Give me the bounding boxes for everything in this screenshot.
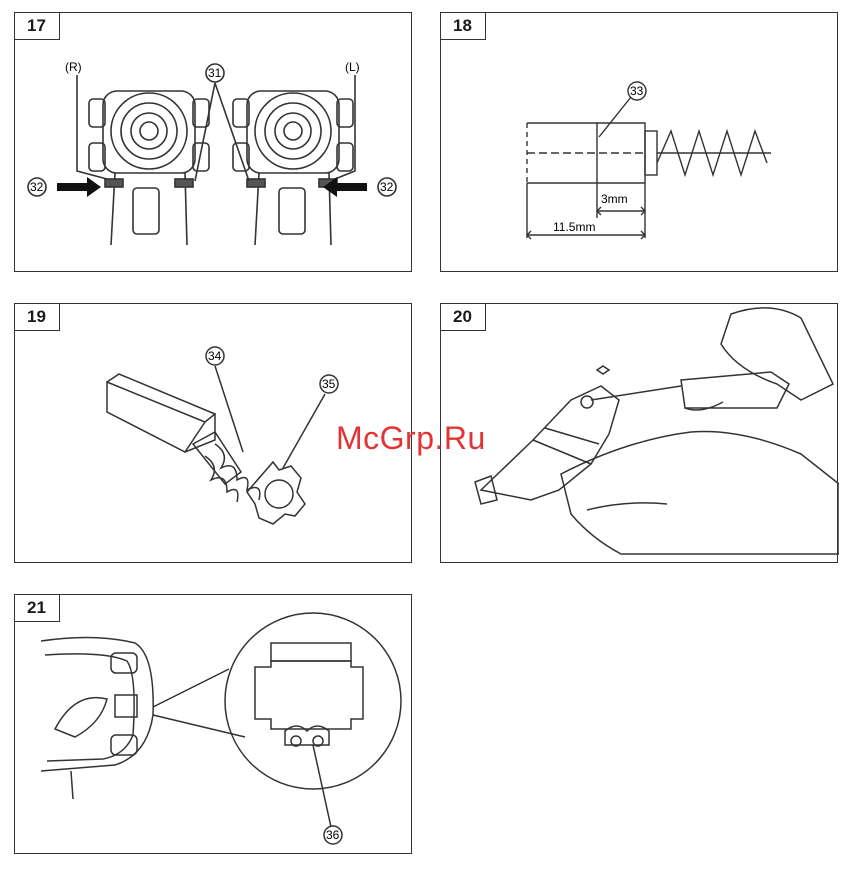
- callout-31: 31: [208, 66, 222, 80]
- brush-holder-detail-diagram: 36: [15, 595, 413, 855]
- figure-18: 18 33 3mm 11.5mm: [440, 12, 838, 272]
- callout-34: 34: [208, 349, 222, 363]
- dimension-3mm: 3mm: [601, 192, 628, 206]
- callout-36: 36: [326, 828, 340, 842]
- figure-17: 17: [14, 12, 412, 272]
- brush-cap-diagram: (R) (L) 31 32 32: [15, 13, 413, 273]
- callout-32-left: 32: [30, 180, 44, 194]
- brush-cap-removal-illustration: [441, 304, 839, 564]
- label-l: (L): [345, 60, 360, 74]
- label-r: (R): [65, 60, 82, 74]
- callout-35: 35: [322, 377, 336, 391]
- brush-wear-limit-diagram: 33 3mm 11.5mm: [441, 13, 839, 273]
- callout-32-right: 32: [380, 180, 394, 194]
- watermark: McGrp.Ru: [336, 420, 486, 457]
- callout-33: 33: [630, 84, 644, 98]
- figure-20: 20: [440, 303, 838, 563]
- dimension-11-5mm: 11.5mm: [553, 220, 595, 234]
- figure-21: 21 36: [14, 594, 412, 854]
